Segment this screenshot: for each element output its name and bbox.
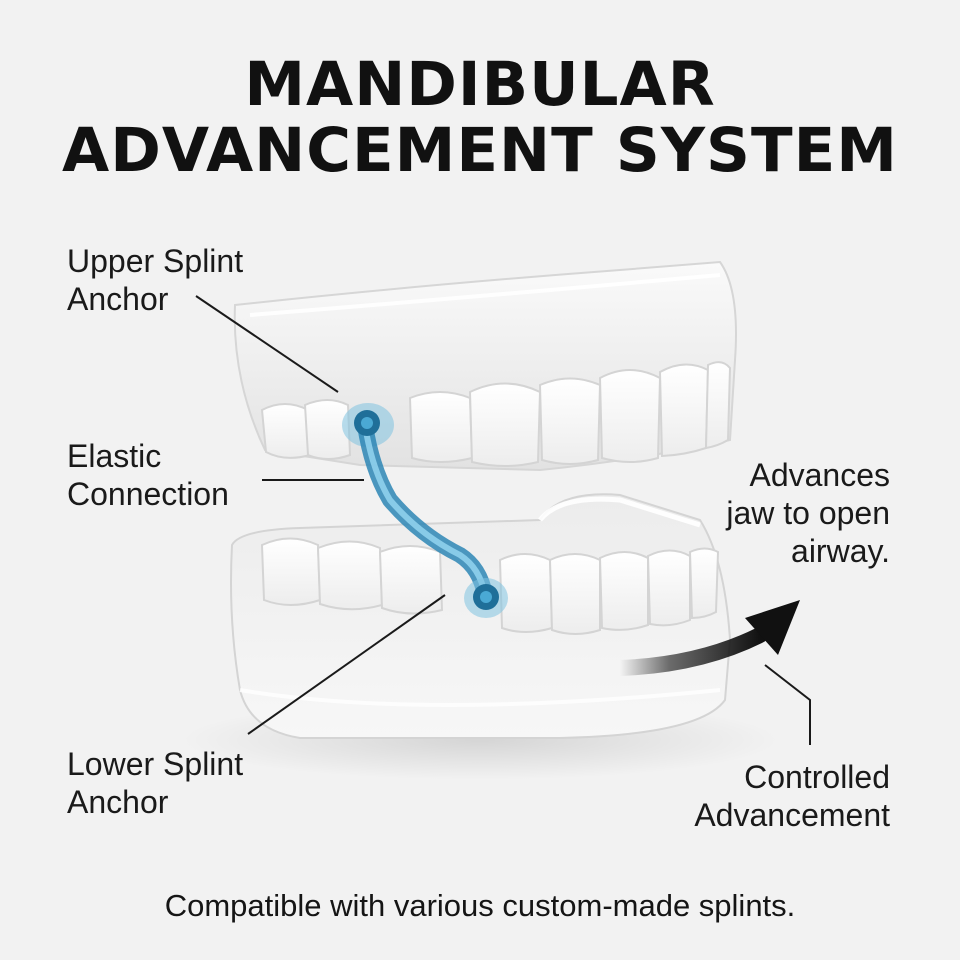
diagram-title: MANDIBULAR ADVANCEMENT SYSTEM <box>0 52 960 184</box>
title-line-2: ADVANCEMENT SYSTEM <box>62 115 898 186</box>
label-controlled-line-2: Advancement <box>694 797 890 833</box>
label-elastic-connection: Elastic Connection <box>67 437 229 513</box>
label-lower-line-1: Lower Splint <box>67 746 244 782</box>
label-lower-splint-anchor: Lower Splint Anchor <box>67 745 243 821</box>
leader-lines <box>195 295 811 745</box>
label-elastic-line-2: Connection <box>67 476 229 512</box>
label-upper-splint-anchor: Upper Splint Anchor <box>67 242 243 318</box>
label-controlled-advancement: Controlled Advancement <box>694 758 890 834</box>
label-lower-line-2: Anchor <box>67 784 169 820</box>
label-advances-line-1: Advances <box>749 457 890 493</box>
title-line-1: MANDIBULAR <box>244 49 716 120</box>
label-advances-jaw: Advances jaw to open airway. <box>726 456 890 570</box>
advancement-arrow <box>612 600 800 676</box>
lower-teeth <box>260 537 720 635</box>
upper-splint <box>233 260 737 472</box>
label-elastic-line-1: Elastic <box>67 438 162 474</box>
leader-lower-anchor <box>247 594 446 735</box>
label-advances-line-2: jaw to open <box>726 495 890 531</box>
upper-teeth <box>260 361 732 467</box>
leader-controlled <box>764 664 811 745</box>
footer-caption: Compatible with various custom-made spli… <box>164 888 796 923</box>
label-upper-line-2: Anchor <box>67 281 169 317</box>
leader-upper-anchor <box>195 295 339 393</box>
elastic-connector <box>342 403 508 618</box>
label-upper-line-1: Upper Splint <box>67 243 244 279</box>
label-advances-line-3: airway. <box>791 533 890 569</box>
label-controlled-line-1: Controlled <box>744 759 890 795</box>
